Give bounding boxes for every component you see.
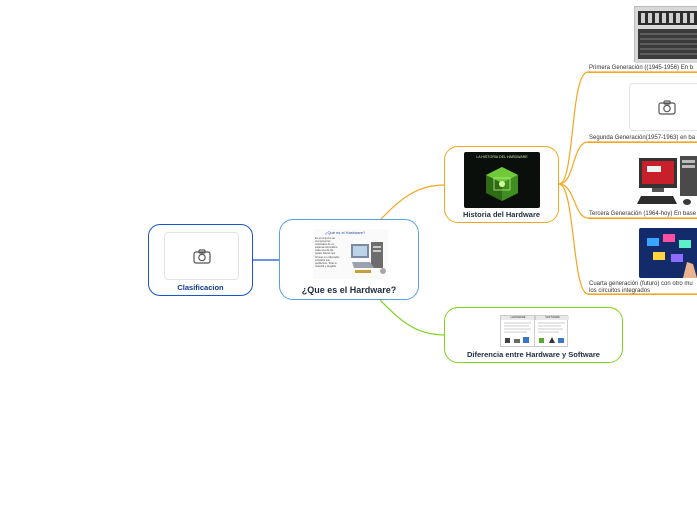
table-content-sketch [504,322,565,343]
diferencia-node[interactable]: HARDWARE SOFTWARE Diferencia entre Hardw… [444,307,623,363]
link-historia-gen2 [558,141,697,185]
gen4-image [639,228,697,278]
gen3-underline [588,218,697,219]
diferencia-title: Diferencia entre Hardware y Software [467,350,600,359]
central-node[interactable]: ¿Qué es el Hardware? Es el conjunto de c… [279,219,419,300]
table-divider [534,316,535,347]
gen3-image [637,152,697,208]
table-header-hardware: HARDWARE [501,316,535,320]
vacuum-tubes-image [635,7,697,63]
computer-illustration [351,242,386,274]
comparison-table-thumbnail: HARDWARE SOFTWARE [500,315,569,347]
central-thumb-text: Es el conjunto de componentes materiales… [315,237,340,268]
link-central-historia [379,184,446,221]
link-historia-gen3 [558,183,697,219]
gen2-underline [588,142,697,143]
link-historia-gen1 [558,71,697,185]
gen3-label: Tercera Generación (1964-hoy) En base [589,211,697,217]
historia-thumb-label: LA HISTORIA DEL HARDWARE [476,155,528,159]
green-cube-image [486,167,518,201]
clasificacion-image-placeholder [164,232,239,280]
link-central-diferencia [379,299,446,336]
historia-node[interactable]: LA HISTORIA DEL HARDWARE Historia del Ha… [444,146,559,223]
central-thumb-heading: ¿Qué es el Hardware? [325,230,366,235]
clasificacion-title: Clasificacion [177,283,224,292]
touch-screen-image [639,228,697,278]
historia-title: Historia del Hardware [462,210,541,219]
gen4-underline [588,294,697,295]
link-historia-gen4 [558,183,697,295]
desktop-computer-image [637,156,697,205]
gen4-label: Cuarta generación (futuro) con otro mu l… [589,281,693,294]
gen2-image-placeholder [629,83,697,131]
historia-thumbnail: LA HISTORIA DEL HARDWARE [464,152,540,208]
gen1-label: Primera Generación ((1945-1956) En b [589,65,694,71]
camera-icon [192,248,211,264]
camera-icon [657,99,676,115]
table-header-software: SOFTWARE [535,316,569,320]
clasificacion-node[interactable]: Clasificacion [148,224,253,296]
gen1-image [634,6,697,63]
gen1-underline [588,72,697,73]
gen2-label: Segunda Generación(1957-1963) en ba [589,135,696,141]
central-title: ¿Que es el Hardware? [301,285,397,295]
central-thumbnail: ¿Qué es el Hardware? Es el conjunto de c… [313,229,388,279]
